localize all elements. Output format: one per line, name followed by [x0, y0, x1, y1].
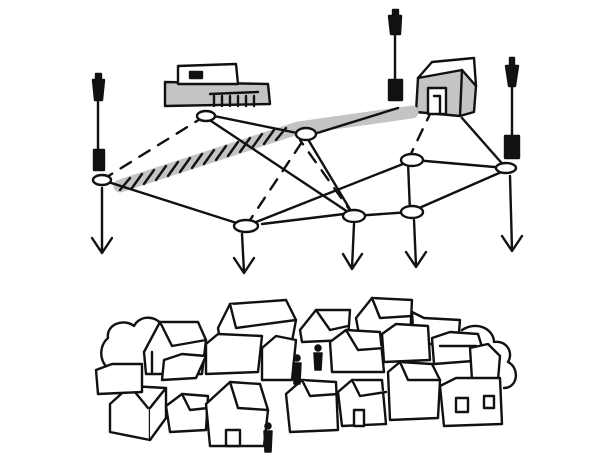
- network-nodes: [91, 109, 518, 234]
- house-icon: [204, 332, 264, 376]
- node-icon: [399, 152, 425, 168]
- house-icon: [284, 378, 340, 434]
- street-lamp-icon: [91, 72, 106, 172]
- arrow-down-icon: [90, 186, 114, 255]
- tree-icon: [100, 316, 517, 390]
- houses: [94, 296, 504, 448]
- house-icon: [164, 392, 210, 434]
- arrow-down-icon: [232, 232, 256, 275]
- house-icon: [438, 376, 504, 428]
- house-icon: [260, 334, 298, 382]
- person-icon: [263, 422, 273, 453]
- node-icon: [399, 204, 425, 220]
- person-icon: [313, 344, 323, 371]
- network-lines: [100, 106, 508, 228]
- house-icon: [468, 342, 502, 382]
- node-icon: [91, 173, 113, 187]
- house-icon: [94, 362, 144, 396]
- building-icon: [414, 56, 478, 118]
- node-icon: [195, 109, 217, 123]
- person-icon: [292, 354, 302, 385]
- node-icon: [232, 218, 260, 234]
- house-icon: [204, 380, 270, 448]
- house-icon: [336, 378, 388, 428]
- house-icon: [298, 308, 352, 344]
- arrow-down-icon: [341, 222, 364, 271]
- street-lamp-icon: [503, 56, 521, 160]
- building-icon: [163, 62, 272, 108]
- node-icon: [494, 161, 518, 175]
- people: [263, 344, 323, 453]
- house-icon: [328, 328, 386, 374]
- arrows: [90, 174, 524, 275]
- node-icon: [294, 126, 318, 142]
- network-lines-dashed: [100, 112, 432, 228]
- house-icon: [386, 360, 442, 422]
- node-icon: [341, 208, 367, 224]
- house-icon: [380, 322, 432, 364]
- street-lamp-icon: [387, 8, 404, 102]
- walkway: [113, 105, 419, 193]
- house-icon: [160, 352, 208, 382]
- arrow-down-icon: [500, 174, 524, 253]
- arrow-down-icon: [404, 218, 428, 269]
